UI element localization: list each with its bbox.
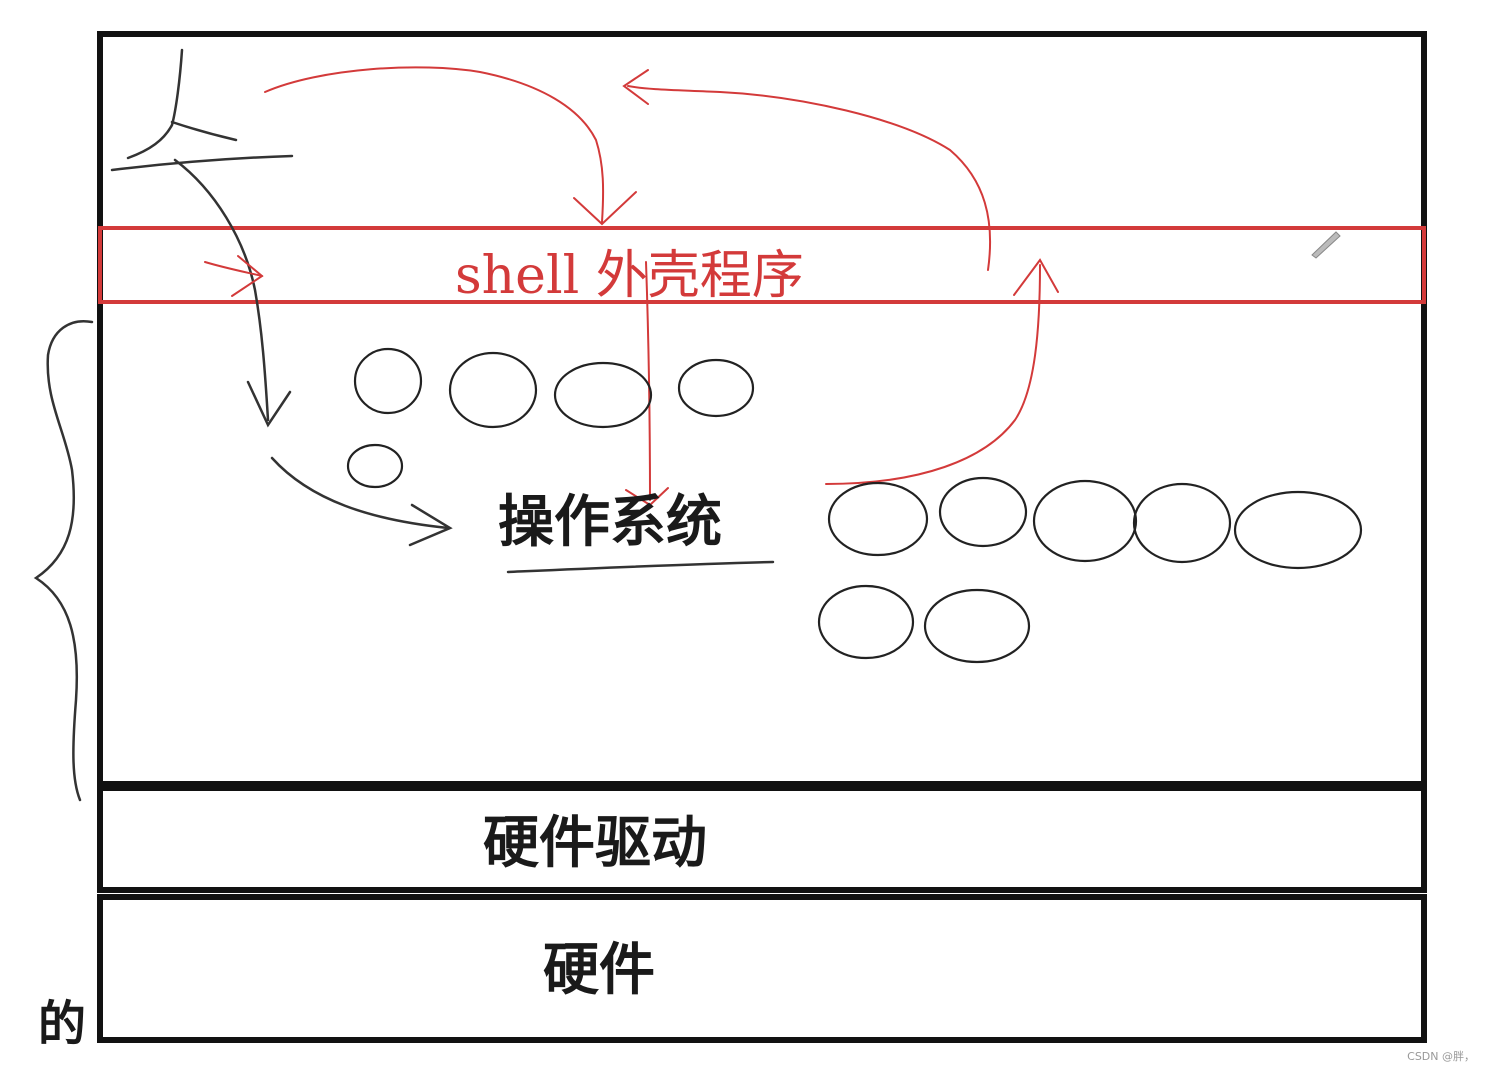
curve-to-os-label-arrow [270,456,453,547]
hardware-layer-box [97,894,1427,1043]
shell-entry-red-arrow [204,255,264,297]
process-circle [827,481,929,557]
driver-layer-box [97,785,1427,893]
person-sketch-icon [110,48,294,172]
process-circle [553,361,653,429]
process-circle [1233,490,1363,570]
hardware-label: 硬件 [543,937,655,1003]
shell-layer-box [98,226,1426,304]
person-to-os-arrow [173,158,292,428]
shell-label: shell 外壳程序 [455,246,804,306]
driver-label: 硬件驱动 [483,810,707,876]
shell-to-os-red-arrow [625,261,669,507]
process-circle [923,588,1031,664]
process-circle [448,351,538,429]
process-circle [346,443,404,489]
os-label: 操作系统 [498,489,722,555]
process-circle [817,584,915,660]
process-cluster-left [346,347,755,489]
process-circle [677,358,755,418]
os-layer-box [97,31,1427,787]
side-char-label: 的 [38,996,87,1052]
os-to-shell-red-arrow [825,258,1059,485]
process-circle [938,476,1028,548]
shell-to-user-red-arrow [622,69,992,271]
watermark-text: CSDN @胖， [1407,1050,1475,1063]
os-label-underline [506,560,775,574]
left-brace [33,320,94,802]
process-circle [1032,479,1138,563]
process-circle [1132,482,1232,564]
process-circle [353,347,423,415]
pencil-icon [1311,231,1341,259]
user-to-shell-red-arrow [264,66,637,226]
process-cluster-right [817,476,1363,664]
